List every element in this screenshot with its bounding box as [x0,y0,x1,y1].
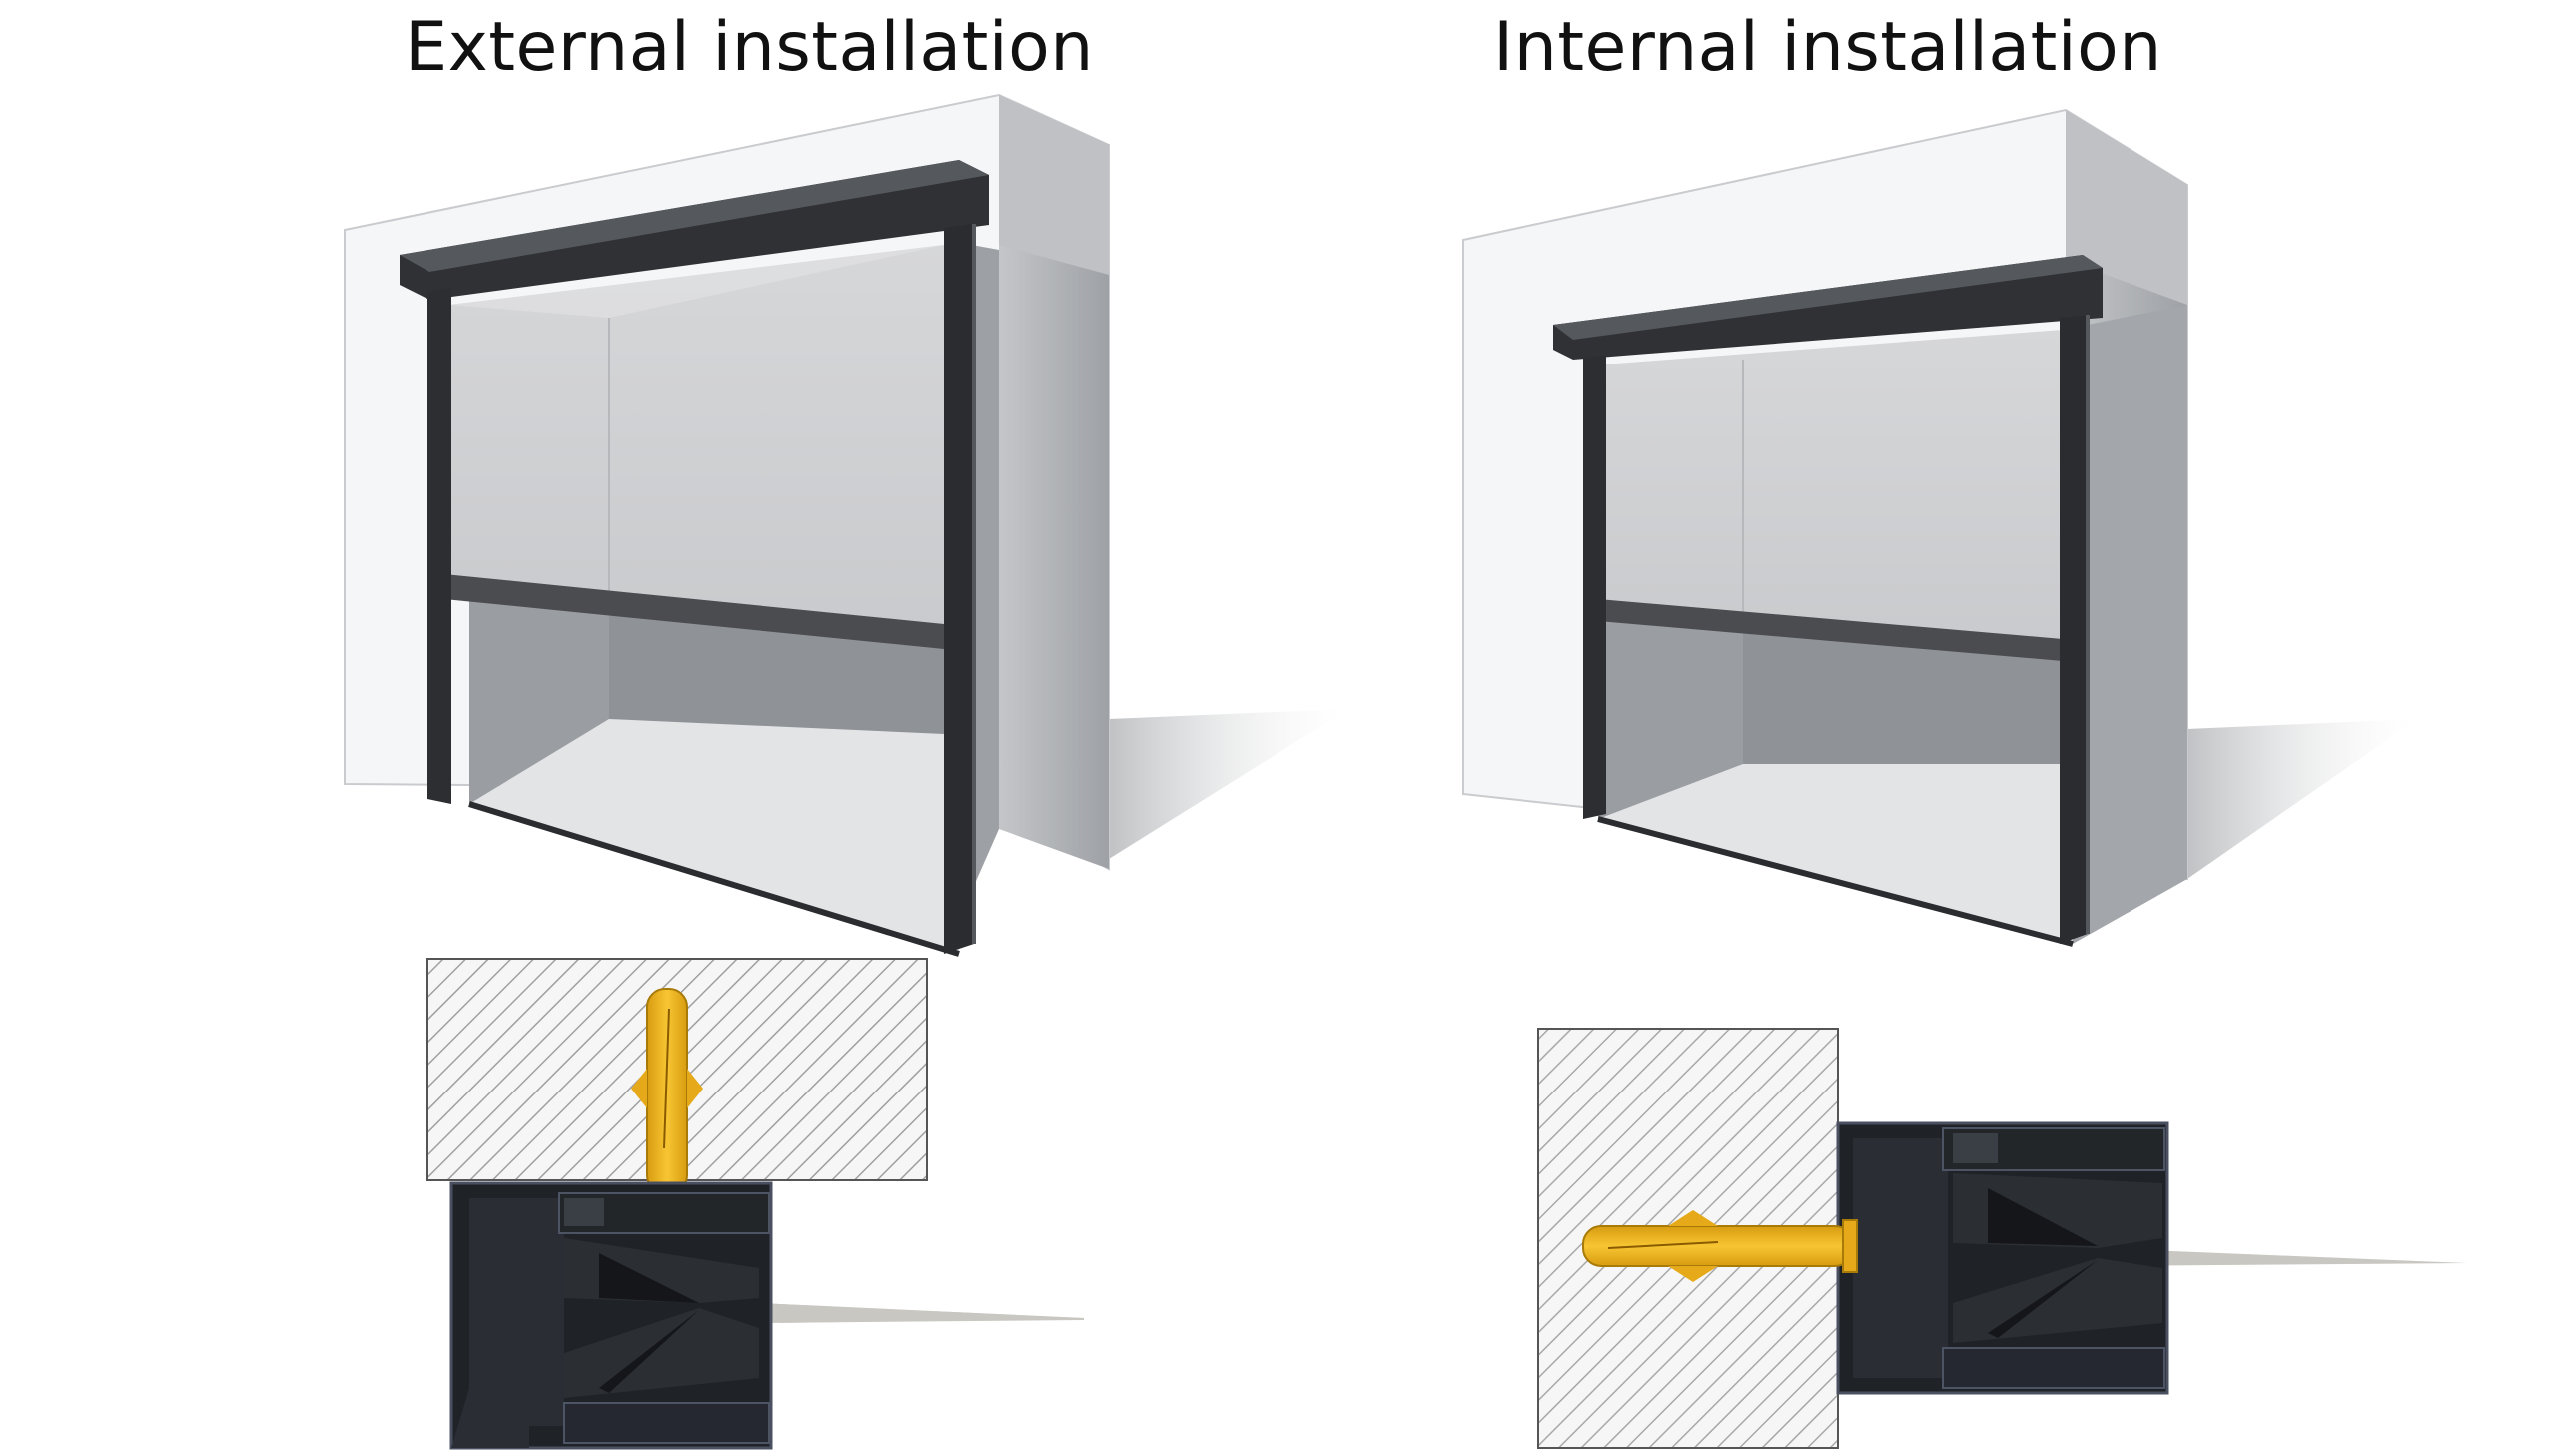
internal-3d-illustration [1462,108,2417,947]
internal-section-detail [1537,1028,2467,1449]
external-section-detail [426,958,1084,1450]
aluminium-profile [449,1181,773,1450]
external-3d-illustration [344,93,1348,957]
left-guide-rail [1583,356,1606,819]
ground-shadow [1109,709,1348,859]
screen-bottom-bar [444,574,944,649]
screen-fabric [449,245,944,639]
right-guide-rail [944,224,974,954]
wall-side [999,95,1109,869]
internal-installation-title: Internal installation [1493,8,2162,87]
external-installation-title: External installation [405,8,1094,87]
anchor-dowel [631,988,703,1194]
left-guide-rail [427,288,451,804]
right-guide-rail [2060,315,2088,944]
screen-bottom-bar [1598,599,2063,661]
screen-fabric-line [2098,1248,2467,1266]
screen-fabric [1603,330,2063,649]
aluminium-profile [1836,1121,2169,1395]
opening-floor [469,719,959,954]
anchor-dowel [1582,1210,1858,1282]
